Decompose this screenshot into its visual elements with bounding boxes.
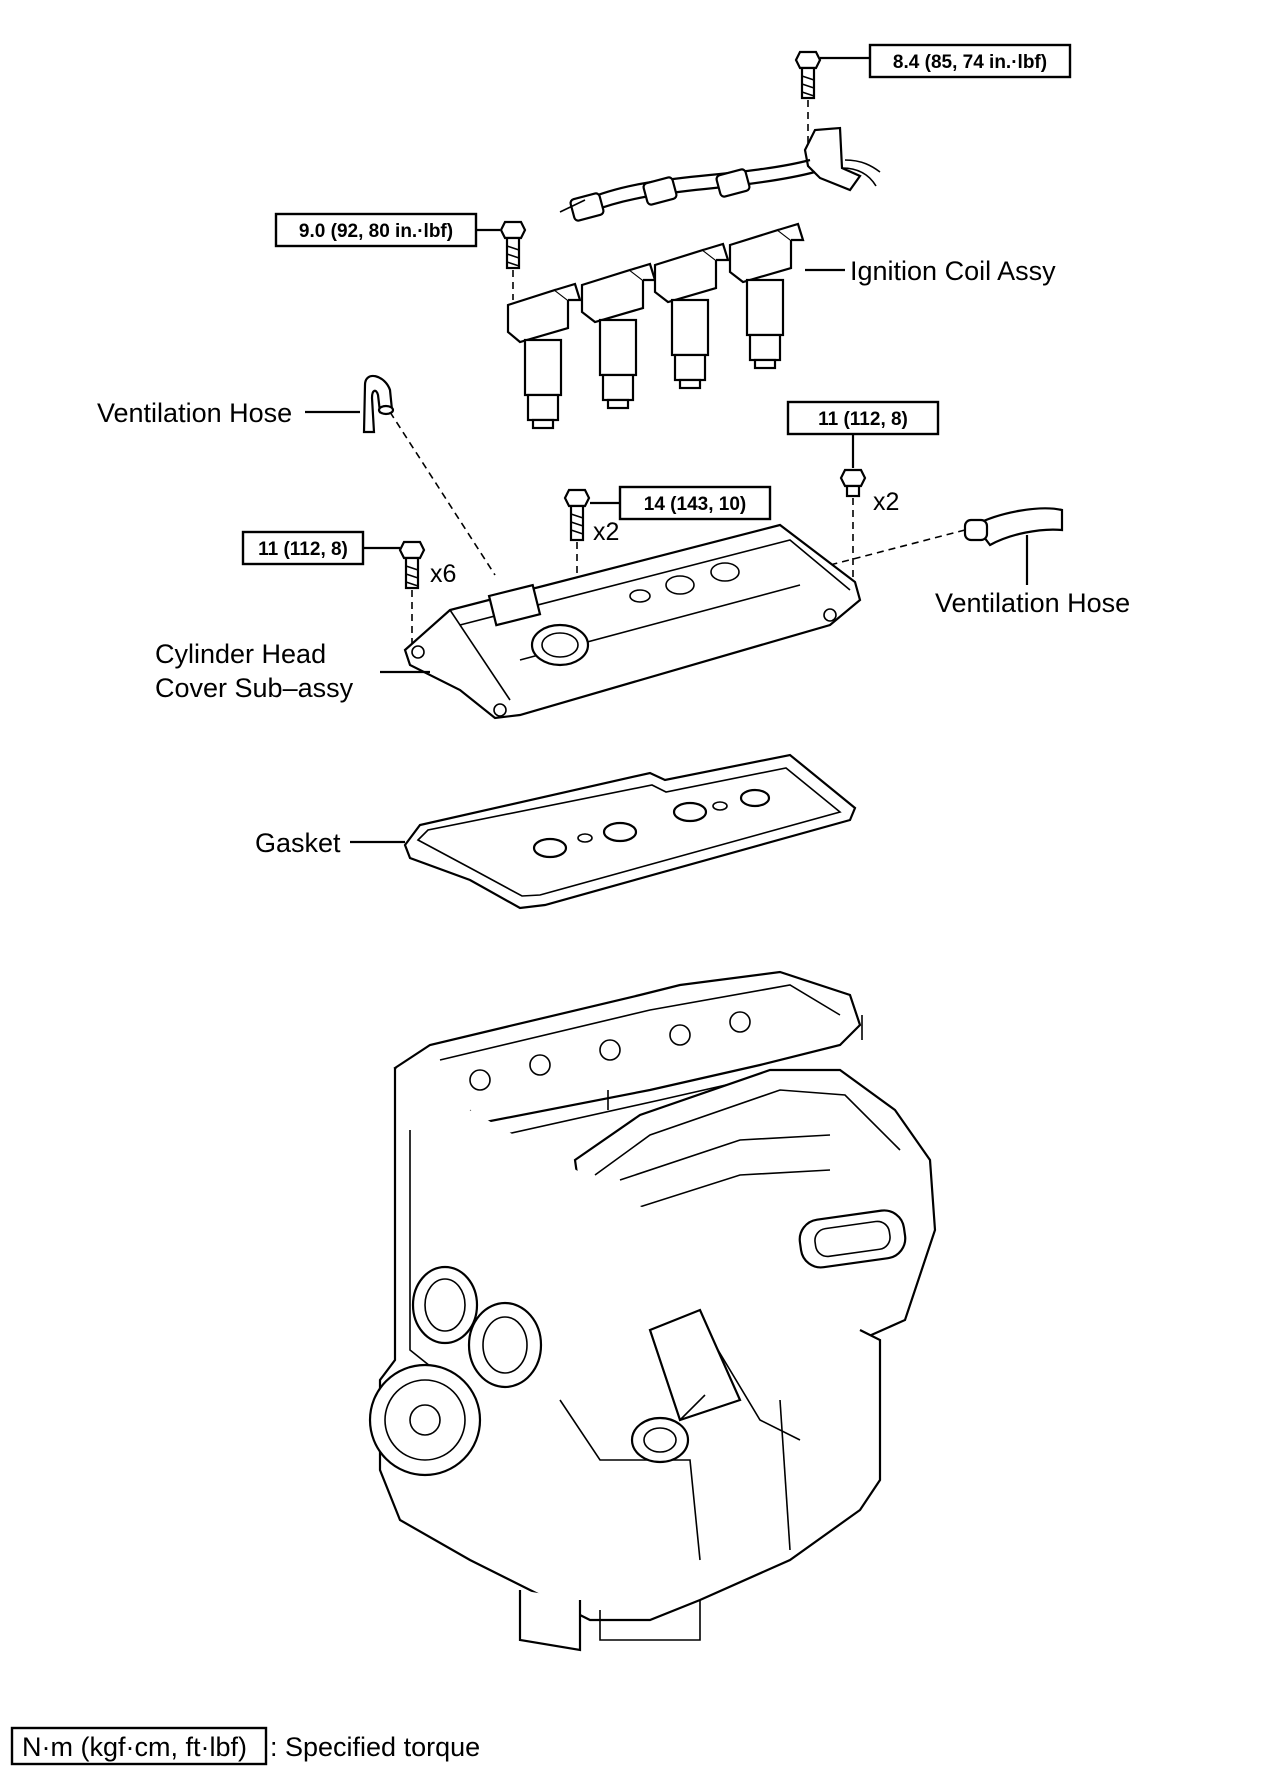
- ignition-coil-3: [653, 242, 730, 390]
- torque-bolt-left: 11 (112, 8): [258, 539, 348, 560]
- stud-bolt-center: [563, 488, 591, 610]
- label-gasket: Gasket: [255, 828, 341, 858]
- ventilation-hose-right: [829, 507, 1064, 566]
- label-cylinder-head-line1: Cylinder Head: [155, 639, 326, 669]
- harness-bolt: [794, 50, 822, 145]
- wire-harness: [559, 126, 881, 222]
- torque-harness: 8.4 (85, 74 in.·lbf): [893, 52, 1047, 73]
- label-ignition-coil: Ignition Coil Assy: [850, 256, 1056, 286]
- ignition-coil-4: [728, 222, 805, 370]
- legend-description: : Specified torque: [270, 1732, 480, 1762]
- label-ventilation-hose-left: Ventilation Hose: [97, 398, 292, 428]
- bolt-left: [398, 540, 426, 645]
- torque-box-bolt-left: [241, 530, 365, 566]
- torque-coil: 9.0 (92, 80 in.·lbf): [299, 221, 453, 242]
- legend-torque-unit-box: [10, 1726, 268, 1766]
- label-ventilation-hose-right: Ventilation Hose: [935, 588, 1130, 618]
- gasket: [403, 753, 857, 910]
- engine-block: [368, 970, 937, 1652]
- coil-bolt: [499, 220, 527, 300]
- stud-nut-right: [839, 468, 867, 580]
- torque-stud-right: 11 (112, 8): [818, 409, 908, 430]
- quantity-right: x2: [873, 488, 899, 516]
- torque-box-harness: [868, 43, 1072, 79]
- legend-torque-unit: N·m (kgf·cm, ft·lbf): [22, 1732, 247, 1762]
- label-cylinder-head-line2: Cover Sub–assy: [155, 673, 354, 703]
- cylinder-head-cover: [403, 523, 862, 720]
- quantity-left: x6: [430, 560, 456, 588]
- ventilation-hose-left: [362, 374, 496, 576]
- torque-box-coil: [274, 212, 478, 248]
- torque-box-stud-center: [618, 485, 772, 521]
- ignition-coil-2: [580, 262, 657, 410]
- torque-stud-center: 14 (143, 10): [644, 494, 746, 515]
- ignition-coil-1: [506, 282, 582, 430]
- quantity-center: x2: [593, 518, 619, 546]
- torque-box-stud-right: [786, 400, 940, 436]
